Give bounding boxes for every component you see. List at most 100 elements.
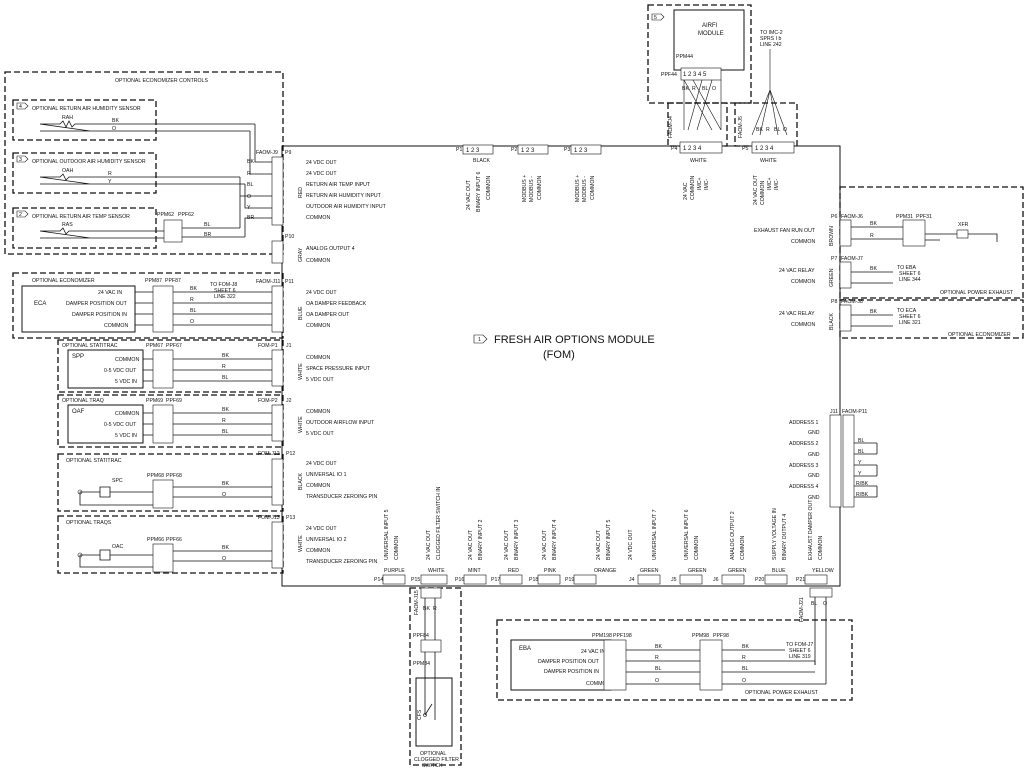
svg-text:GND: GND [808,473,820,479]
svg-text:R: R [655,655,659,661]
svg-text:DAMPER POSITION IN: DAMPER POSITION IN [544,669,599,675]
svg-text:COMMON: COMMON [306,409,330,415]
svg-text:EXHAUST FAN RUN OUT: EXHAUST FAN RUN OUT [754,228,816,234]
svg-text:BLUE: BLUE [772,568,786,574]
svg-text:TO FOM-J7: TO FOM-J7 [786,642,813,648]
connector-p17: P17 RED 24 VAC OUT BINARY INPUT 3 [491,520,523,585]
svg-text:R: R [222,418,226,424]
svg-text:PPM67: PPM67 [146,343,163,349]
svg-text:3: 3 [19,157,22,163]
svg-text:R: R [692,86,696,92]
svg-text:PPF198: PPF198 [613,633,632,639]
svg-text:UNIVERSAL INPUT 6: UNIVERSAL INPUT 6 [684,509,690,560]
svg-text:1 2 3: 1 2 3 [574,148,588,154]
airfi-pins: 1 2 3 4 5 [683,72,707,78]
svg-text:BINARY OUTPUT 4: BINARY OUTPUT 4 [782,514,788,560]
svg-text:24 VAC IN: 24 VAC IN [98,290,122,296]
svg-text:ADDRESS 3: ADDRESS 3 [789,463,819,469]
svg-text:COMMON: COMMON [306,355,330,361]
svg-text:PPM66: PPM66 [147,537,164,543]
svg-text:OPTIONAL ECONOMIZER CONTROLS: OPTIONAL ECONOMIZER CONTROLS [115,78,208,84]
svg-text:BL: BL [742,666,748,672]
svg-text:COMMON: COMMON [306,258,330,264]
svg-text:24 VAC IN: 24 VAC IN [581,649,605,655]
svg-text:O: O [783,127,787,133]
svg-text:COMMON: COMMON [694,536,700,560]
svg-text:J1: J1 [286,343,292,349]
svg-text:BL: BL [774,127,780,133]
svg-text:FOM-J13: FOM-J13 [258,515,280,521]
statitrac-spp-section: OPTIONAL STATITRAC SPP COMMON 0-5 VDC OU… [57,339,371,393]
svg-text:BK: BK [742,644,749,650]
connector-p16: P16 MINT 24 VAC OUT BINARY INPUT 2 [455,520,487,585]
airfi-section: 5 AIRFI MODULE PPM44 PPF44 1 2 3 4 5 BK … [647,4,752,147]
svg-text:PPF68: PPF68 [166,473,182,479]
svg-text:DAMPER POSITION OUT: DAMPER POSITION OUT [538,659,600,665]
svg-text:OAC: OAC [112,544,123,550]
svg-text:BINARY INPUT 4: BINARY INPUT 4 [552,520,558,560]
svg-text:24 VAC OUT: 24 VAC OUT [504,529,510,560]
svg-text:WHITE: WHITE [690,158,707,164]
svg-text:LINE 344: LINE 344 [899,277,921,283]
svg-text:24 VDC OUT: 24 VDC OUT [306,160,337,166]
svg-text:24 VAC OUT: 24 VAC OUT [468,529,474,560]
svg-text:DAMPER POSITION OUT: DAMPER POSITION OUT [66,301,128,307]
svg-text:XFR: XFR [958,222,969,228]
svg-text:OPTIONAL RETURN AIR TEMP SENSO: OPTIONAL RETURN AIR TEMP SENSOR [32,214,130,220]
airfi-subtitle: MODULE [698,31,724,37]
svg-text:O: O [190,319,194,325]
svg-text:GND: GND [808,452,820,458]
svg-text:24 VAC OUT: 24 VAC OUT [753,174,759,205]
economizer-controls-section: OPTIONAL ECONOMIZER CONTROLS 4 OPTIONAL … [4,71,387,255]
svg-text:BK: BK [423,606,430,612]
svg-text:24 VAC OUT: 24 VAC OUT [466,179,472,210]
connector-p8: OPTIONAL ECONOMIZER P8 FAOM-J8 BLACK 24 … [779,299,1024,339]
svg-text:P19: P19 [565,577,574,583]
svg-text:SHEET 6: SHEET 6 [899,314,921,320]
svg-text:TO EBA: TO EBA [897,265,916,271]
svg-text:BLACK: BLACK [829,312,835,330]
svg-text:PPF66: PPF66 [166,537,182,543]
svg-text:GREEN: GREEN [640,568,659,574]
svg-text:0-5 VDC OUT: 0-5 VDC OUT [104,368,137,374]
svg-text:O: O [222,556,226,562]
svg-text:ECA: ECA [34,301,46,307]
svg-text:2: 2 [19,212,22,218]
svg-text:R/BK: R/BK [856,492,869,498]
svg-text:BL: BL [858,449,864,455]
svg-text:RETURN AIR TEMP INPUT: RETURN AIR TEMP INPUT [306,182,371,188]
svg-text:CLOGGED FILTER: CLOGGED FILTER [414,757,459,763]
svg-text:ADDRESS 1: ADDRESS 1 [789,420,819,426]
svg-text:P17: P17 [491,577,500,583]
svg-text:BL: BL [858,438,864,444]
svg-text:ANALOG OUTPUT 2: ANALOG OUTPUT 2 [730,511,736,560]
svg-text:BK: BK [870,221,877,227]
svg-text:FAOM-J11: FAOM-J11 [256,279,281,285]
svg-text:LINE 321: LINE 321 [899,320,921,326]
svg-text:P9: P9 [285,150,291,156]
svg-text:BR: BR [247,215,254,221]
svg-text:Y: Y [858,471,862,477]
svg-text:J2: J2 [286,398,292,404]
svg-text:BL: BL [247,182,253,188]
svg-text:OPTIONAL: OPTIONAL [420,751,446,757]
svg-text:P3: P3 [564,147,570,153]
svg-text:24 VDC OUT: 24 VDC OUT [306,171,337,177]
svg-text:GREEN: GREEN [829,268,835,287]
svg-text:1 2 3: 1 2 3 [521,148,535,154]
svg-text:WHITE: WHITE [428,568,445,574]
svg-text:OPTIONAL OUTDOOR AIR HUMIDITY: OPTIONAL OUTDOOR AIR HUMIDITY SENSOR [32,159,146,165]
svg-text:R/BK: R/BK [856,481,869,487]
svg-text:O: O [247,194,251,200]
svg-text:PPF87: PPF87 [165,278,181,284]
svg-text:COMMON: COMMON [486,176,492,200]
svg-text:COMMON: COMMON [818,536,824,560]
svg-text:MODBUS +: MODBUS + [575,175,581,202]
svg-text:IMC+: IMC+ [697,177,703,190]
svg-text:RAS: RAS [62,222,73,228]
svg-text:PPM198: PPM198 [592,633,612,639]
svg-text:FOM-P1: FOM-P1 [258,343,278,349]
svg-text:CFS: CFS [417,709,423,720]
statitrac-spc-section: OPTIONAL STATITRAC SPC PPM68 PPF68 BK O … [57,451,377,512]
airfi-badge: 5 [654,15,657,21]
